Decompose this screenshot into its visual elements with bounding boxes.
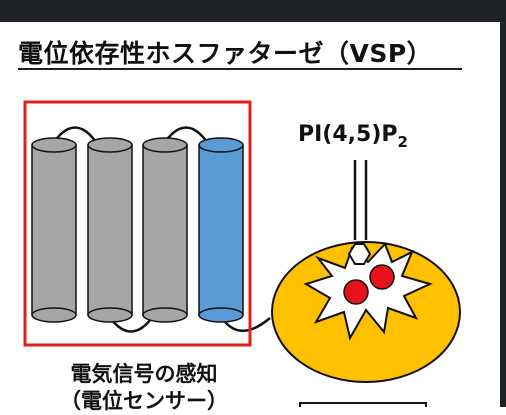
helix-2 <box>87 137 133 323</box>
active-site-dot-2 <box>369 264 395 290</box>
substrate-main: PI(4,5)P <box>298 122 398 147</box>
active-site-dot-1 <box>343 279 369 305</box>
helix-1 <box>31 137 77 323</box>
cropped-box <box>299 402 427 407</box>
window-right-edge <box>500 22 506 407</box>
hexagon-icon <box>347 243 372 265</box>
substrate-subscript: 2 <box>397 133 408 151</box>
helix-3 <box>142 137 188 323</box>
sensor-caption-line1: 電気信号の感知 <box>70 362 218 386</box>
page-title: 電位依存性ホスファターゼ（VSP） <box>18 39 433 68</box>
title-underline <box>18 68 462 70</box>
sensor-caption-line2: （電位センサー） <box>60 389 228 413</box>
helix-4-voltage-sensor <box>198 137 244 323</box>
window-top-bar <box>0 0 506 22</box>
substrate-label: PI(4,5)P2 <box>298 122 408 151</box>
sensor-box <box>23 100 252 347</box>
